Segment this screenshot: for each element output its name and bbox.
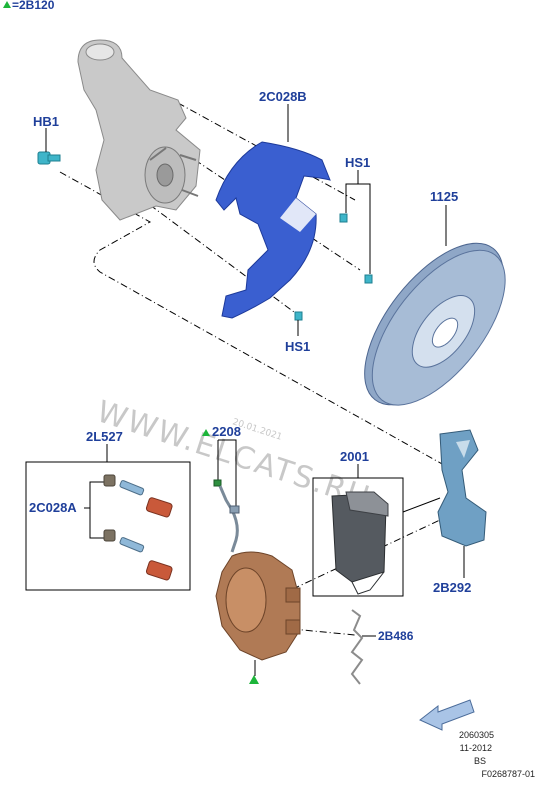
- brake-caliper: [215, 551, 301, 661]
- label-2b486: 2B486: [378, 629, 414, 643]
- label-1125: 1125: [430, 189, 458, 204]
- steering-knuckle: [77, 39, 201, 221]
- label-2001: 2001: [340, 449, 369, 464]
- diagram-number: 2060305: [459, 730, 494, 740]
- label-2l527: 2L527: [86, 429, 123, 444]
- label-hs1-lower: HS1: [285, 339, 310, 354]
- diagram-reference: F0268787-01: [481, 769, 535, 779]
- label-hb1: HB1: [33, 114, 59, 129]
- label-2c028a: 2C028A: [29, 500, 77, 515]
- guide-pin-set: [103, 474, 173, 581]
- brake-pads: [331, 491, 389, 595]
- label-hs1-upper: HS1: [345, 155, 370, 170]
- label-2c028b: 2C028B: [259, 89, 307, 104]
- splash-shield: [215, 141, 331, 319]
- front-direction-arrow-icon: [419, 699, 475, 731]
- label-2208: 2208: [212, 424, 241, 439]
- label-2b292: 2B292: [433, 580, 471, 595]
- anti-rattle-clip: [350, 609, 364, 685]
- brake-hose: [213, 479, 240, 553]
- legend-text: =2B120: [12, 0, 55, 12]
- pin-kit-box: [25, 461, 191, 591]
- hose-marker-icon: [202, 429, 210, 436]
- hub-bolt: [37, 151, 61, 165]
- legend-marker-icon: [3, 1, 11, 8]
- caliper-marker-icon: [249, 675, 259, 684]
- caliper-bracket: [437, 429, 487, 547]
- diagram-date: 11-2012: [460, 743, 492, 753]
- brake-disc: [364, 242, 506, 406]
- diagram-code: BS: [474, 756, 486, 766]
